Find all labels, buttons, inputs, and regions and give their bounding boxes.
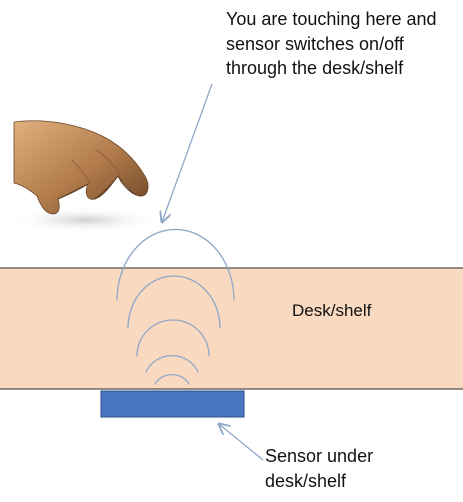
touch-caption-line: through the desk/shelf (226, 58, 404, 78)
hand-icon (7, 120, 163, 233)
wave-arc-2 (145, 355, 199, 373)
touch-caption-line: sensor switches on/off (226, 33, 404, 54)
wave-arc-5 (116, 228, 235, 301)
sensor-caption-line: Sensor under (265, 446, 374, 466)
sensor-arrow (219, 424, 264, 461)
sensor-caption-line: desk/shelf (265, 470, 347, 491)
wave-arc-4 (127, 275, 221, 329)
sensor-caption: Sensor under desk/shelf (265, 444, 373, 493)
wave-arc-3 (136, 319, 210, 357)
desk-label: Desk/shelf (292, 301, 372, 320)
touch-arrow (162, 83, 213, 222)
touch-caption-line: You are touching here and (226, 9, 437, 29)
sensor-pad (100, 390, 245, 418)
desk-shelf (0, 267, 463, 390)
signal-waves-icon (116, 228, 235, 385)
touch-caption: You are touching here and sensor switche… (226, 7, 437, 81)
wave-arc-1 (154, 373, 190, 385)
